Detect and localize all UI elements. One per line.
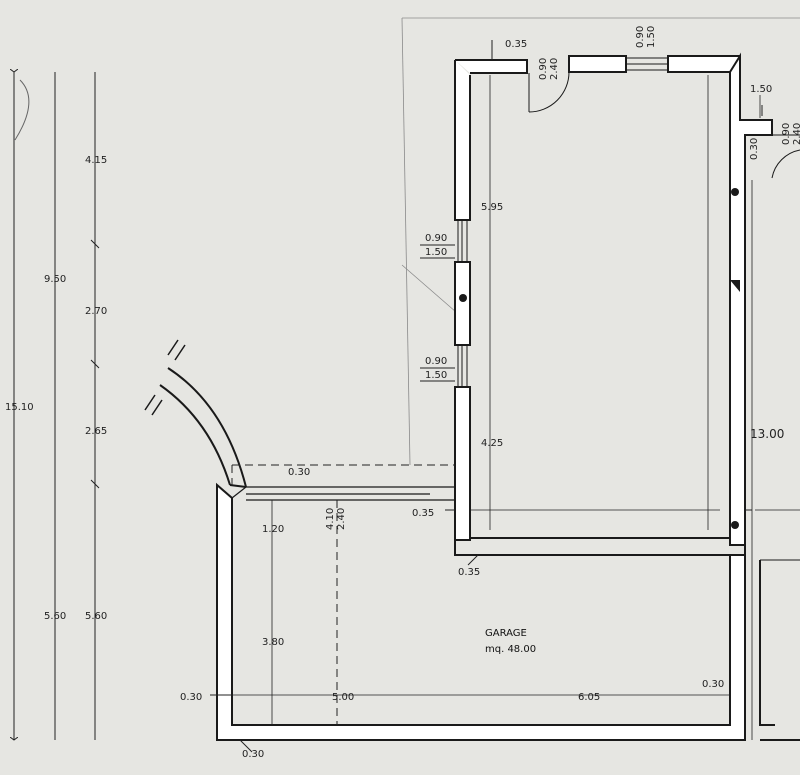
dim-wall-4: 0.30 [180, 692, 202, 703]
dim-wall-1: 0.30 [288, 467, 310, 478]
dim-g-depth-1: 1.20 [262, 524, 284, 535]
dim-g-depth-2: 3.80 [262, 637, 284, 648]
dim-g-width-1: 5.00 [332, 692, 354, 703]
dim-win-left-1-w: 0.90 [425, 233, 447, 244]
dim-win-left-2-h: 1.50 [425, 370, 447, 381]
dim-total: 15.10 [5, 402, 34, 413]
construction-lines [401, 17, 800, 466]
top-window [626, 57, 668, 71]
curved-wall-break [144, 339, 186, 416]
top-door [528, 71, 570, 113]
room-label: GARAGE mq. 48.00 [485, 628, 536, 655]
dim-right-door-h: 2.40 [792, 123, 800, 145]
left-windows [457, 220, 468, 387]
dim-col3-b: 2.70 [85, 306, 107, 317]
dim-wall-2: 0.35 [412, 508, 434, 519]
dim-col3-c: 2.65 [85, 426, 107, 437]
garage-walls [216, 482, 800, 741]
dim-col2-bottom: 5.60 [44, 611, 66, 622]
dim-top-corner: 0.35 [505, 39, 527, 50]
dim-wall-6: 0.30 [242, 749, 264, 760]
dim-lower-depth: 4.25 [481, 438, 503, 449]
dim-right-wall: 0.30 [749, 138, 760, 160]
overhead-dashed-lines [231, 464, 455, 725]
dim-win-left-1-h: 1.50 [425, 247, 447, 258]
dim-col3-d: 5.60 [85, 611, 107, 622]
dimension-labels: 15.10 9.50 5.60 4.15 2.70 2.65 5.60 0.35… [5, 26, 800, 760]
dim-window-top-h: 1.50 [646, 26, 657, 48]
dim-window-top-w: 0.90 [635, 26, 646, 48]
right-door [771, 134, 800, 179]
dim-right-door-w: 0.90 [781, 123, 792, 145]
left-dimension-curve [14, 79, 30, 141]
dim-col2-top: 9.50 [44, 274, 66, 285]
dim-door-top-h: 2.40 [549, 58, 560, 80]
dim-right-length: 13.00 [750, 427, 784, 441]
dim-right-top-w: 1.50 [750, 84, 772, 95]
room-name: GARAGE [485, 628, 527, 639]
room-area: mq. 48.00 [485, 644, 536, 655]
dim-door-top-w: 0.90 [538, 58, 549, 80]
left-dimension-lines [14, 72, 100, 740]
dim-win-left-2-w: 0.90 [425, 356, 447, 367]
dim-wall-5: 0.30 [702, 679, 724, 690]
curved-wall [159, 367, 247, 488]
leader-ticks [210, 40, 763, 753]
dim-garage-door-w: 4.10 [325, 508, 336, 530]
dim-col3-a: 4.15 [85, 155, 107, 166]
upper-room-walls [454, 52, 773, 556]
dim-wall-3: 0.35 [458, 567, 480, 578]
dim-upper-depth: 5.95 [481, 202, 503, 213]
dim-garage-door-h: 2.40 [336, 508, 347, 530]
interior-dimension-lines [232, 75, 800, 740]
garage-door [231, 486, 456, 501]
electrical-markers [459, 188, 740, 529]
dim-g-width-2: 6.05 [578, 692, 600, 703]
